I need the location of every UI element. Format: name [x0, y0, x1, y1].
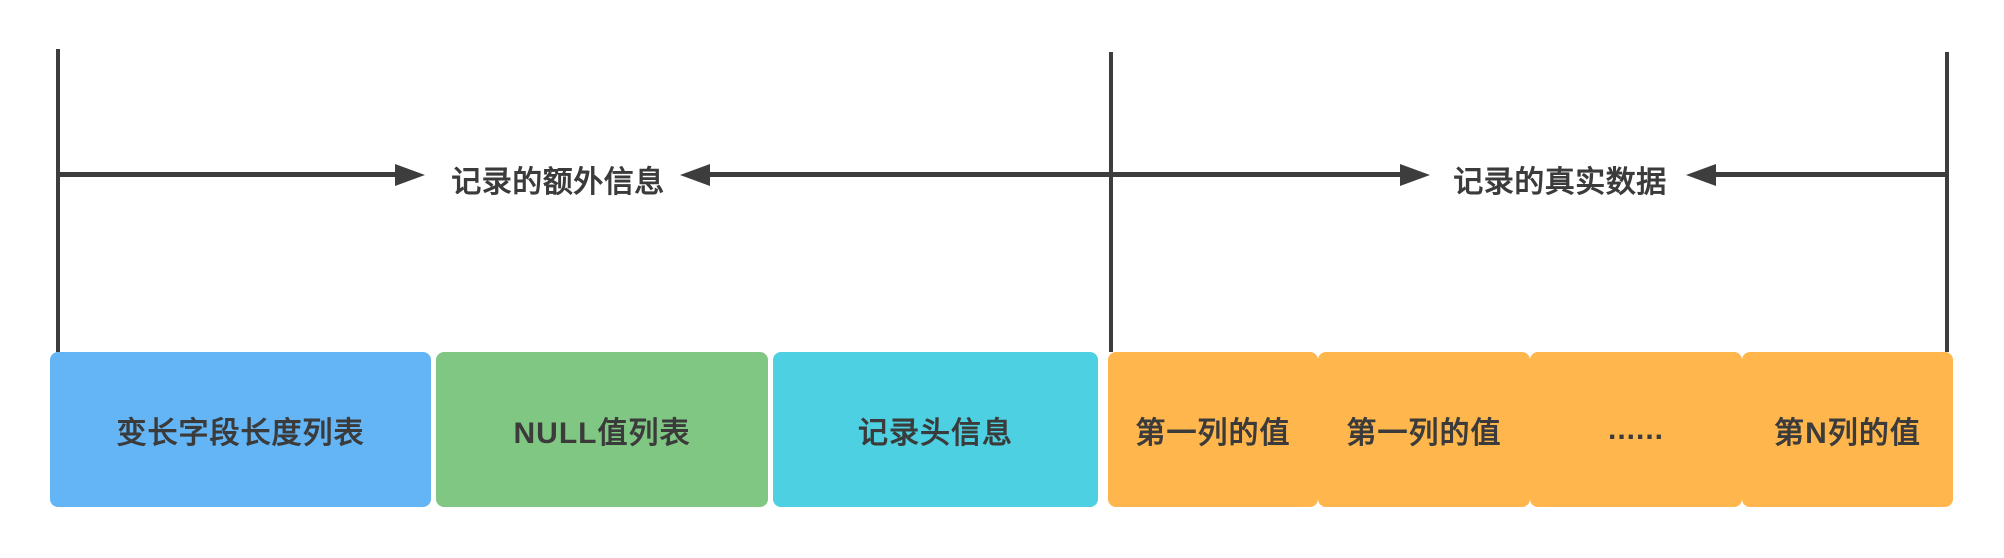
null-value-list-label: NULL值列表: [513, 416, 691, 450]
extra-info-arrowhead-right-icon: [395, 164, 425, 186]
first-column-value-label-2: 第一列的值: [1346, 416, 1502, 450]
varlen-field-length-list-box: 变长字段长度列表: [50, 352, 431, 507]
right-boundary-line: [1945, 52, 1949, 352]
real-data-label: 记录的真实数据: [1453, 166, 1667, 199]
first-column-value-box: 第一列的值: [1108, 352, 1318, 507]
real-data-arrow-shaft-right: [1716, 172, 1947, 177]
nth-column-value-box: 第N列的值: [1742, 352, 1953, 507]
record-header-box: 记录头信息: [773, 352, 1098, 507]
left-boundary-line: [56, 49, 60, 352]
real-data-arrowhead-left-icon: [1686, 164, 1716, 186]
first-column-value-box-2: 第一列的值: [1318, 352, 1530, 507]
ellipsis-columns-label: ......: [1607, 412, 1664, 446]
extra-info-label: 记录的额外信息: [451, 166, 665, 199]
middle-boundary-line: [1109, 52, 1113, 352]
extra-info-arrowhead-left-icon: [680, 164, 710, 186]
ellipsis-columns-box: ......: [1530, 352, 1742, 507]
extra-info-arrow-shaft-left: [60, 172, 395, 177]
varlen-field-length-list-label: 变长字段长度列表: [116, 416, 365, 450]
extra-info-arrow-shaft-right: [710, 172, 1111, 177]
record-header-label: 记录头信息: [858, 416, 1013, 450]
first-column-value-label: 第一列的值: [1135, 416, 1291, 450]
nth-column-value-label: 第N列的值: [1774, 416, 1921, 450]
real-data-columns-group: 第一列的值 第一列的值 ...... 第N列的值: [1108, 352, 1953, 507]
real-data-arrowhead-right-icon: [1400, 164, 1430, 186]
real-data-arrow-shaft-left: [1111, 172, 1400, 177]
null-value-list-box: NULL值列表: [436, 352, 768, 507]
